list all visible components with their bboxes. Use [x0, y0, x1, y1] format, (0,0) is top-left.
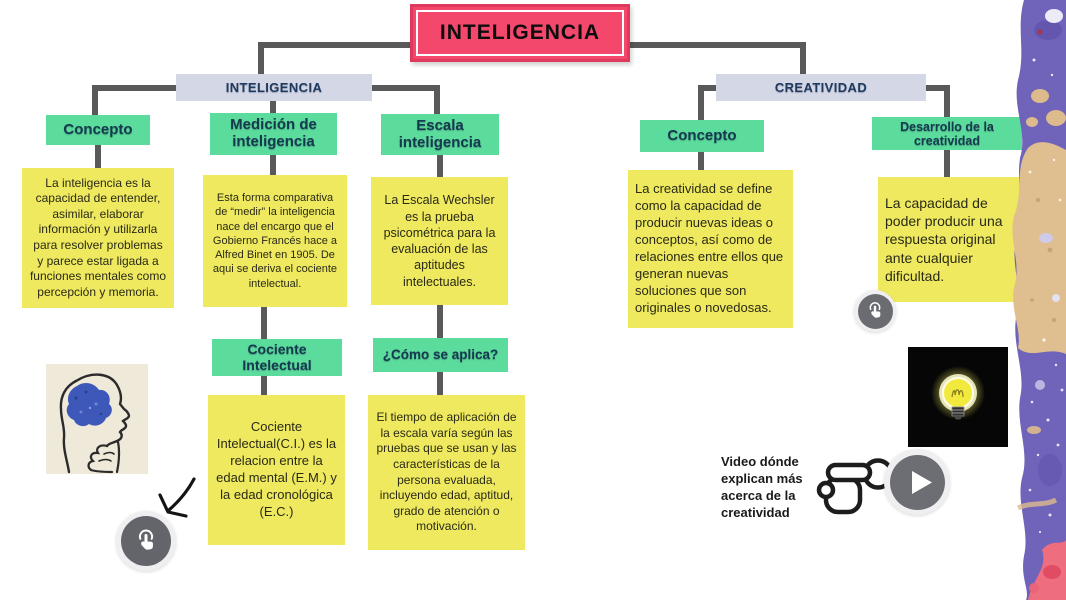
node-label: Desarrollo de la creatividad — [900, 119, 994, 148]
note-escala: La Escala Wechsler es la prueba psicomét… — [371, 177, 508, 305]
connector — [944, 85, 950, 120]
note-text: Esta forma comparativa de “medir” la int… — [212, 191, 338, 290]
tap-button-right[interactable] — [854, 290, 896, 332]
node-label: Medición de inteligencia — [230, 116, 317, 150]
video-caption-text: Video dónde explican más acerca de la cr… — [721, 454, 803, 521]
lightbulb-image — [908, 347, 1008, 447]
connector — [258, 42, 410, 48]
note-text: El tiempo de aplicación de la escala var… — [376, 410, 517, 534]
connector — [800, 42, 806, 76]
connector — [944, 148, 950, 178]
note-text: La Escala Wechsler es la prueba psicomét… — [383, 193, 496, 289]
tap-icon — [138, 529, 154, 550]
node-como-se-aplica: ¿Cómo se aplica? — [373, 338, 508, 372]
connector — [270, 153, 276, 177]
node-medicion: Medición de inteligencia — [210, 113, 337, 155]
node-concepto-inteligencia: Concepto — [46, 115, 150, 145]
node-label: Cociente Intelectual — [242, 340, 312, 373]
glowing-lightbulb-illustration — [908, 347, 1008, 447]
connector — [92, 85, 98, 118]
connector — [698, 150, 704, 171]
connector — [95, 143, 101, 170]
note-cociente-intelectual: Cociente Intelectual(C.I.) es la relacio… — [208, 395, 345, 545]
note-medicion: Esta forma comparativa de “medir” la int… — [203, 175, 347, 307]
node-desarrollo-creatividad: Desarrollo de la creatividad — [872, 117, 1022, 150]
node-label: Concepto — [63, 120, 133, 138]
note-text: La inteligencia es la capacidad de enten… — [29, 175, 167, 299]
node-escala: Escala inteligencia — [381, 114, 499, 155]
thinking-head-brain-illustration — [46, 364, 148, 474]
video-caption: Video dónde explican más acerca de la cr… — [721, 453, 833, 522]
connector — [437, 303, 443, 340]
branch-creatividad: CREATIVIDAD — [716, 74, 926, 101]
connector — [437, 370, 443, 396]
note-desarrollo-creatividad: La capacidad de poder producir una respu… — [878, 177, 1022, 302]
play-icon — [911, 470, 932, 494]
connector — [370, 85, 440, 91]
connector — [258, 42, 264, 76]
connector — [630, 42, 806, 48]
note-concepto-creatividad: La creatividad se define como la capacid… — [628, 170, 793, 328]
connector — [924, 85, 950, 91]
thinking-head-image — [46, 364, 148, 474]
note-text: Cociente Intelectual(C.I.) es la relacio… — [216, 419, 337, 519]
note-como-se-aplica: El tiempo de aplicación de la escala var… — [368, 395, 525, 550]
connector — [434, 85, 440, 118]
cursor-arrow-icon — [152, 474, 200, 524]
note-text: La capacidad de poder producir una respu… — [885, 195, 1003, 284]
paint-texture — [1012, 0, 1066, 600]
connector — [92, 85, 178, 91]
node-cociente-intelectual: Cociente Intelectual — [212, 339, 342, 376]
branch-inteligencia: INTELIGENCIA — [176, 74, 372, 101]
node-concepto-creatividad: Concepto — [640, 120, 764, 152]
node-label: Escala inteligencia — [398, 116, 482, 151]
note-text: La creatividad se define como la capacid… — [635, 181, 784, 315]
play-button[interactable] — [884, 449, 950, 515]
connector — [261, 374, 267, 396]
connector — [698, 85, 718, 91]
connector — [270, 100, 276, 117]
root-title: INTELIGENCIA — [410, 4, 630, 62]
branch-creatividad-label: CREATIVIDAD — [774, 80, 868, 95]
connector — [698, 85, 704, 123]
branch-inteligencia-label: INTELIGENCIA — [225, 80, 323, 95]
note-concepto-inteligencia: La inteligencia es la capacidad de enten… — [22, 168, 174, 308]
node-label: Concepto — [667, 126, 737, 144]
node-label: ¿Cómo se aplica? — [382, 347, 499, 363]
tap-button-left[interactable] — [116, 511, 176, 571]
connector — [437, 153, 443, 179]
root-title-label: INTELIGENCIA — [439, 21, 601, 44]
tap-icon — [869, 302, 881, 318]
hand-click-icon — [812, 448, 900, 520]
connector — [261, 305, 267, 341]
